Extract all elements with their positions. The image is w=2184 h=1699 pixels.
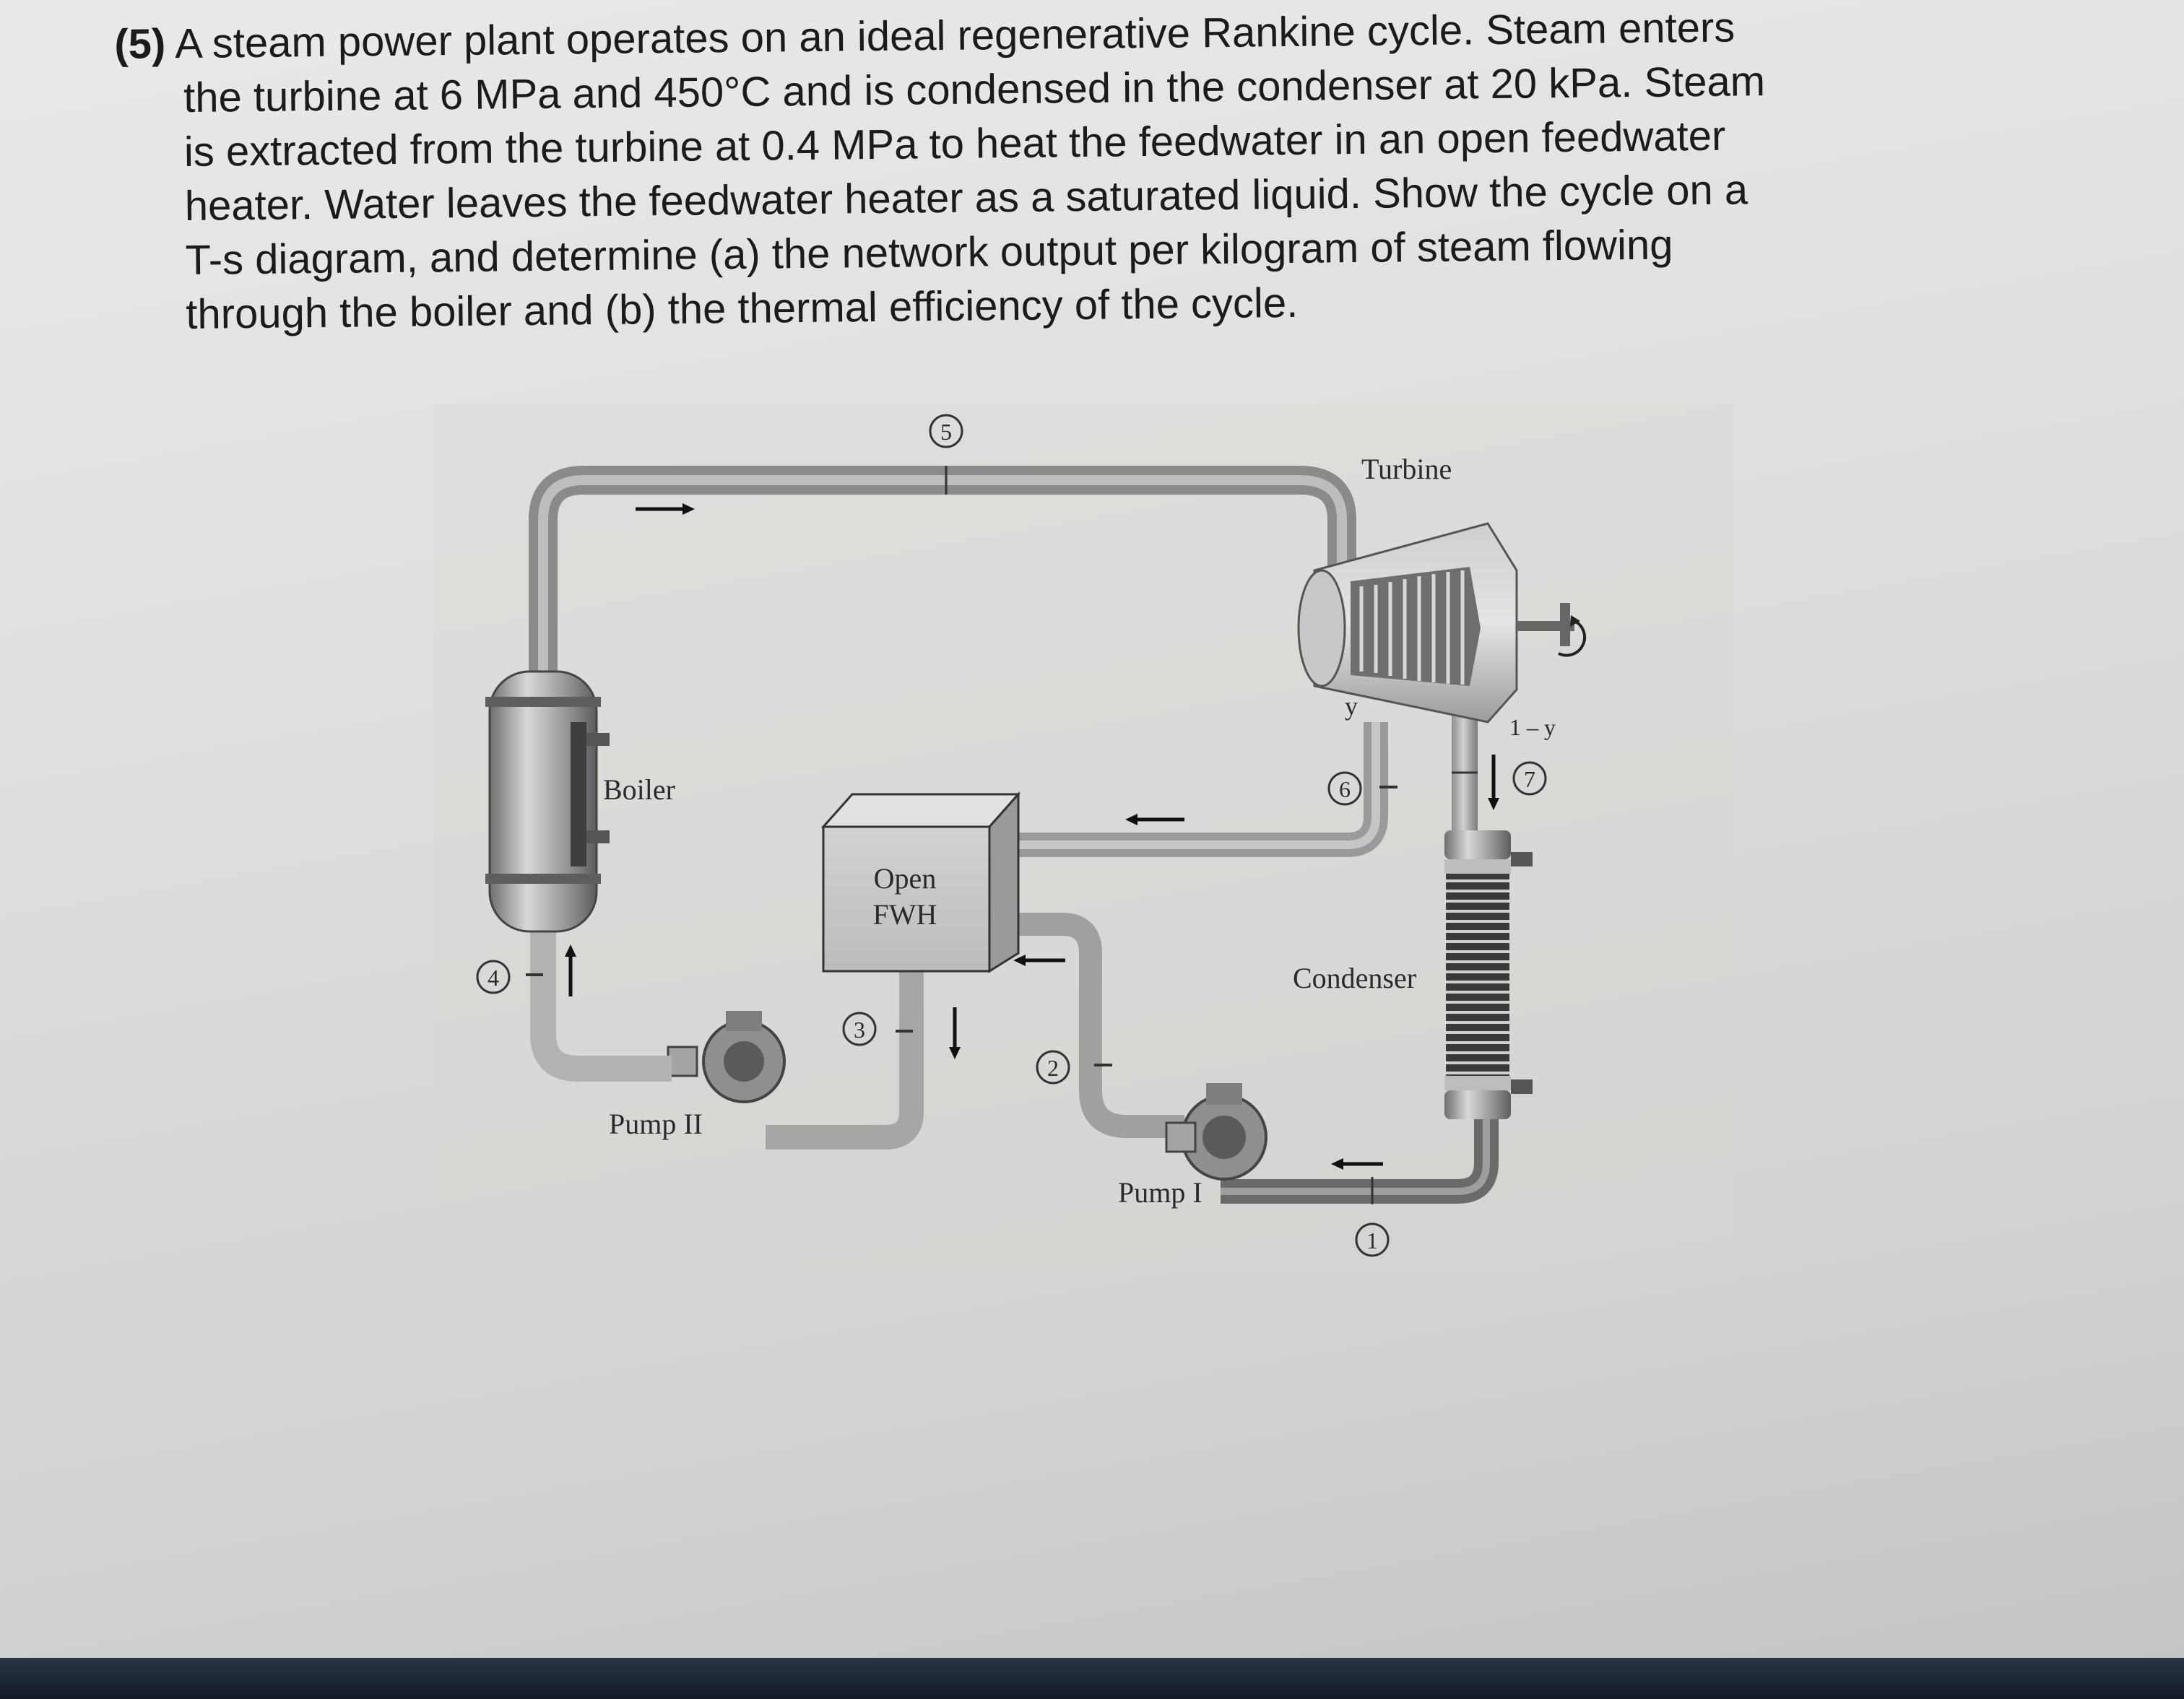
flow-arrow-exhaust (1488, 755, 1499, 810)
pipe-condensate-highlight (1221, 1119, 1490, 1195)
state-marker-4: 4 (476, 960, 511, 994)
flow-arrow-pump1 (1013, 955, 1065, 966)
state-marker-1: 1 (1355, 1222, 1390, 1257)
pipe-main-steam-highlight (538, 475, 1347, 672)
condenser (1444, 830, 1533, 1119)
state-marker-6: 6 (1327, 771, 1362, 806)
flow-arrow-steam (636, 503, 695, 515)
turbine (1297, 522, 1587, 724)
pipe-turbine-exhaust (1452, 711, 1478, 838)
label-pump-1: Pump I (1118, 1176, 1202, 1209)
state-marker-2: 2 (1036, 1050, 1070, 1085)
svg-text:4: 4 (488, 965, 499, 991)
label-pump-2: Pump II (609, 1108, 703, 1140)
pump-2 (667, 1011, 786, 1103)
background-edge (0, 1658, 2184, 1699)
boiler (485, 670, 610, 933)
svg-text:3: 3 (854, 1017, 865, 1043)
label-one-minus-y: 1 – y (1509, 714, 1556, 740)
state-marker-5: 5 (929, 414, 963, 448)
svg-text:6: 6 (1339, 776, 1351, 802)
flow-arrow-feedwater (565, 944, 576, 996)
open-fwh (820, 791, 1021, 973)
label-open-fwh-2: FWH (873, 898, 937, 931)
svg-text:1: 1 (1366, 1227, 1378, 1253)
label-turbine: Turbine (1361, 453, 1452, 485)
svg-text:5: 5 (940, 419, 952, 445)
label-open-fwh-1: Open (874, 862, 937, 895)
flow-arrow-extraction (1125, 814, 1184, 825)
label-y: y (1345, 692, 1358, 721)
svg-text:7: 7 (1524, 766, 1535, 792)
pipe-fwh-outlet (766, 971, 924, 1150)
label-boiler: Boiler (603, 773, 675, 806)
label-condenser: Condenser (1293, 962, 1416, 994)
pipe-extraction-highlight (1008, 722, 1380, 849)
svg-text:2: 2 (1047, 1055, 1059, 1081)
pump-1 (1165, 1083, 1268, 1181)
pipe-feedwater (530, 931, 672, 1082)
flow-arrow-fwh-outlet (949, 1007, 961, 1059)
flow-arrow-condensate (1331, 1158, 1383, 1170)
state-marker-3: 3 (842, 1012, 877, 1046)
pipe-pump1-discharge (1008, 913, 1184, 1138)
state-marker-7: 7 (1512, 761, 1547, 796)
